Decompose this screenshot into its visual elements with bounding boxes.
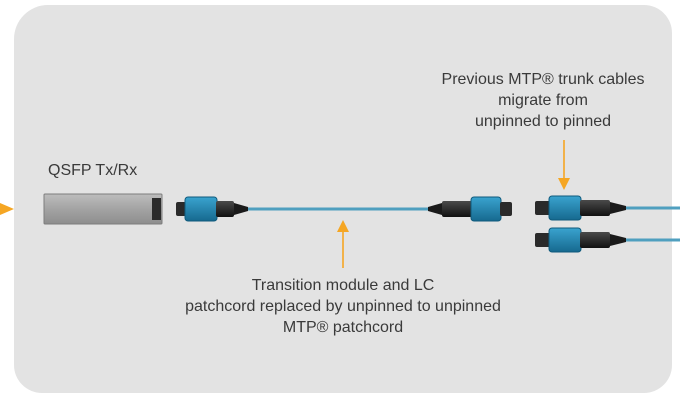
patchcord-connector-left <box>176 196 248 222</box>
incoming-arrow-icon <box>0 203 14 215</box>
transition-label-line-2: patchcord replaced by unpinned to unpinn… <box>185 298 501 315</box>
trunk-arrow-icon <box>558 140 570 190</box>
trunk-cable-lower <box>535 227 680 253</box>
mtp-patchcord <box>176 196 512 222</box>
trunk-cables-label: Previous MTP® trunk cables migrate from … <box>420 69 666 132</box>
transition-label-line-1: Transition module and LC <box>251 277 435 294</box>
patchcord-arrow-icon <box>337 220 349 268</box>
trunk-label-line-1: Previous MTP® trunk cables <box>441 71 645 88</box>
qsfp-transceiver <box>43 193 163 225</box>
trunk-label-line-2: migrate from <box>498 92 588 109</box>
qsfp-label: QSFP Tx/Rx <box>48 162 138 179</box>
transition-module-label: Transition module and LC patchcord repla… <box>128 275 558 338</box>
trunk-label-line-3: unpinned to pinned <box>474 113 612 130</box>
transition-label-line-3: MTP® patchcord <box>282 319 404 336</box>
trunk-cable-upper <box>535 195 680 221</box>
patchcord-connector-right <box>428 196 512 222</box>
